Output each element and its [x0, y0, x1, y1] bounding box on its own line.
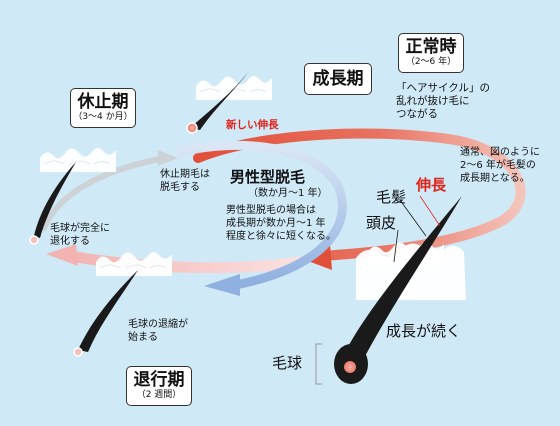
hair-label: 毛髪	[376, 188, 407, 206]
mpb-cycle-arrow	[175, 140, 347, 289]
phase-growth: 成長期	[304, 63, 372, 95]
phase-normal: 正常時 （2〜6 年）	[398, 33, 464, 73]
phase-regress-duration: （2 週間）	[136, 390, 182, 400]
mpb-duration: （数か月〜1 年）	[248, 188, 328, 199]
phase-normal-duration: （2〜6 年）	[405, 57, 457, 67]
new-growth-hair	[190, 70, 250, 130]
phase-rest: 休止期 （3〜4 か月）	[70, 88, 136, 128]
regression-hair	[78, 270, 138, 352]
phase-rest-title: 休止期	[77, 92, 129, 112]
bulb-complete-line-1: 毛球が完全に	[50, 223, 110, 234]
scalp-label: 頭皮	[366, 214, 397, 232]
bulb-bracket	[315, 343, 322, 385]
regression-cycle-arrow	[64, 250, 306, 274]
hair-cycle-line-1: 「ヘアサイクル」の	[396, 82, 490, 94]
extension-label: 伸長	[416, 176, 447, 194]
phase-normal-title: 正常時	[405, 37, 457, 57]
phase-regress-title: 退行期	[133, 370, 185, 390]
new-growth-label: 新しい伸長	[226, 119, 279, 131]
mpb-desc-line-3: 程度と徐々に短くなる。	[226, 231, 336, 242]
bulb-label: 毛球	[272, 354, 303, 372]
phase-regress: 退行期 （2 週間）	[126, 366, 192, 406]
normal-note-line-1: 通常、図のように	[460, 147, 540, 158]
normal-note-line-2: 2〜6 年が毛髪の	[460, 160, 536, 171]
rest-hair	[34, 162, 76, 238]
keep-growing-label: 成長が続く	[386, 322, 462, 340]
normal-note-line-3: 成長期となる。	[460, 173, 530, 184]
main-hair	[340, 196, 462, 362]
hair-cycle-line-3: つながる	[396, 108, 438, 120]
rest-shedding-line-1: 休止期毛は	[160, 169, 210, 180]
mpb-desc-line-2: 成長期が数か月〜1 年	[226, 218, 326, 229]
bulb-complete-note: 毛球が完全に 退化する	[50, 222, 110, 248]
regression-arrowhead	[46, 244, 78, 266]
rest-shedding-line-2: 脱毛する	[160, 182, 200, 193]
bulb-shrink-line-1: 毛球の退縮が	[128, 319, 188, 330]
mpb-desc-line-1: 男性型脱毛の場合は	[226, 205, 316, 216]
bulb-shrink-line-2: 始まる	[128, 332, 158, 343]
bulb-complete-line-2: 退化する	[50, 236, 90, 247]
rest-arrowhead	[158, 150, 178, 166]
rest-cycle-arrow	[41, 155, 168, 231]
normal-note: 通常、図のように 2〜6 年が毛髪の 成長期となる。	[460, 146, 540, 185]
phase-growth-title: 成長期	[312, 69, 364, 89]
rest-shedding-note: 休止期毛は 脱毛する	[160, 168, 210, 194]
hair-cycle-note: 「ヘアサイクル」の 乱れが抜け毛に つながる	[396, 82, 490, 121]
phase-rest-duration: （3〜4 か月）	[73, 112, 133, 122]
hair-cycle-line-2: 乱れが抜け毛に	[396, 95, 470, 107]
mpb-description: 男性型脱毛の場合は 成長期が数か月〜1 年 程度と徐々に短くなる。	[226, 204, 336, 243]
bulb-shrink-note: 毛球の退縮が 始まる	[128, 318, 188, 344]
mpb-title: 男性型脱毛	[230, 168, 306, 186]
mpb-arrowhead	[204, 274, 240, 296]
